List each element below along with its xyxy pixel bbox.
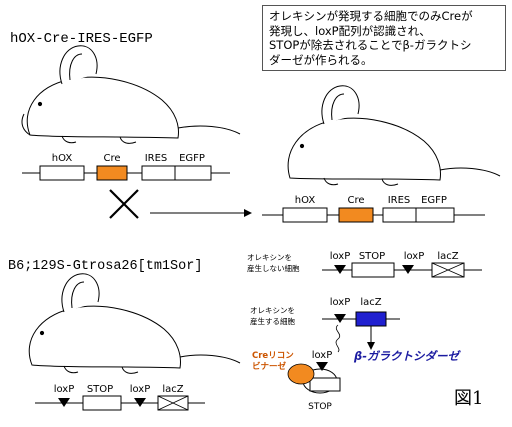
excised-fragment: loxP STOP (287, 350, 341, 412)
stop-box (351, 262, 395, 278)
non-expressing-label-2: 産生しない細胞 (247, 263, 300, 273)
construct-non-expressing: loxP STOP loxP lacZ (322, 251, 482, 278)
recombinase-label-2: ビナーゼ (252, 361, 287, 372)
ires-label: IRES (145, 153, 168, 164)
stop-box (309, 377, 341, 392)
mouse-top-right (287, 85, 501, 186)
loxp-triangle-icon (402, 265, 414, 274)
excision-line (335, 324, 341, 353)
construct-mouse-bottom: loxP STOP loxP lacZ (35, 384, 205, 411)
loxp-triangle-icon (134, 398, 146, 407)
cre-recombinase-blob (287, 363, 315, 385)
mouse-bottom-left (28, 273, 241, 374)
stop-label: STOP (87, 384, 113, 395)
cre-box (338, 207, 374, 223)
loxp-label: loxP (330, 251, 351, 262)
stop-label: STOP (308, 402, 332, 412)
note-line: オレキシンが発現する細胞でのみCreが (269, 9, 473, 23)
lacz-label: lacZ (162, 384, 183, 395)
hox-label: hOX (52, 153, 73, 164)
ires-label: IRES (388, 195, 411, 206)
strain-label-hox: hOX-Cre-IRES-EGFP (10, 31, 153, 47)
figure-label: 図1 (454, 388, 483, 409)
note-line: 発現し、loxP配列が認識され、 (269, 23, 431, 38)
loxp-label: loxP (130, 384, 151, 395)
egfp-box (174, 165, 212, 181)
cre-label: Cre (103, 153, 120, 164)
stop-box (82, 395, 122, 411)
mouse-top-left (21, 45, 241, 144)
lacz-active-box (355, 311, 387, 327)
egfp-label: EGFP (179, 153, 205, 164)
loxp-label: loxP (330, 297, 351, 308)
cross-icon (109, 189, 139, 219)
lacz-label: lacZ (437, 251, 458, 262)
cre-box (96, 165, 128, 181)
egfp-label: EGFP (421, 195, 447, 206)
lacz-label: lacZ (360, 297, 381, 308)
non-expressing-label-1: オレキシンを (247, 253, 292, 262)
product-label: β-ガラクトシダーゼ (353, 349, 462, 363)
loxp-triangle-icon (334, 265, 346, 274)
explanation-note: オレキシンが発現する細胞でのみCreが 発現し、loxP配列が認識され、 STO… (262, 5, 506, 71)
hox-box (39, 165, 85, 181)
stop-label: STOP (359, 251, 385, 262)
loxp-label: loxP (312, 350, 333, 361)
egfp-box (415, 207, 455, 223)
note-line: STOPが除去されることでβ-ガラクトシ (269, 38, 472, 52)
ires-box (141, 165, 176, 181)
construct-hox-right: hOX Cre IRES EGFP (262, 195, 485, 223)
expressing-label-2: 産生する細胞 (250, 316, 295, 326)
note-line: ダーゼが作られる。 (269, 52, 373, 67)
loxp-triangle-icon (334, 314, 346, 323)
loxp-label: loxP (54, 384, 75, 395)
cross-result-arrow (150, 209, 252, 217)
hox-box (282, 207, 328, 223)
loxp-triangle-icon (58, 398, 70, 407)
ires-box (382, 207, 417, 223)
expressing-label-1: オレキシンを (250, 306, 295, 315)
construct-hox-left: hOX Cre IRES EGFP (22, 153, 230, 181)
cre-label: Cre (347, 195, 364, 206)
construct-expressing: loxP lacZ (322, 297, 400, 353)
loxp-label: loxP (404, 251, 425, 262)
loxp-triangle-icon (316, 362, 328, 371)
recombinase-label-1: Creリコン (252, 351, 294, 361)
hox-label: hOX (295, 195, 316, 206)
strain-label-rosa26: B6;129S-Gtrosa26[tm1Sor] (8, 259, 202, 274)
